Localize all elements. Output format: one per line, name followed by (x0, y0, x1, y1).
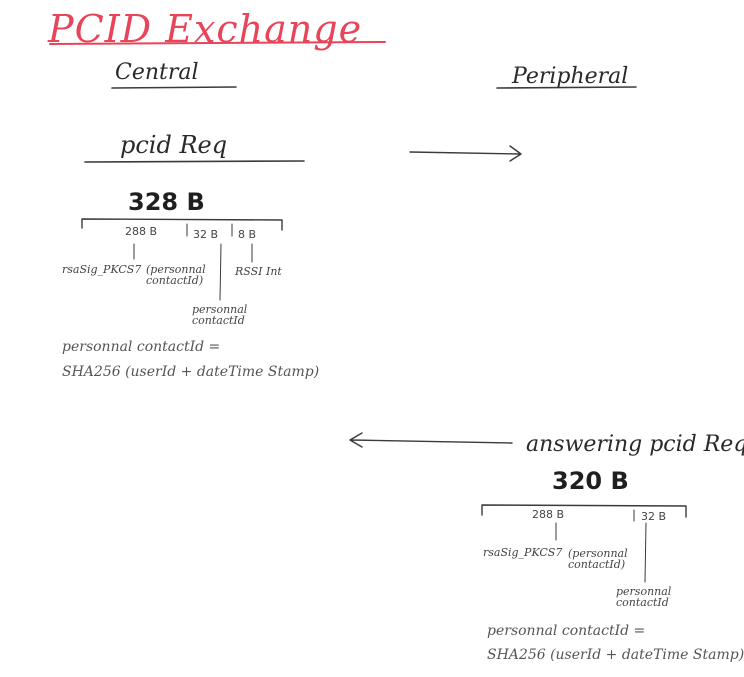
request-underline (84, 160, 305, 163)
response-pcid-size: 32 B (641, 510, 667, 523)
request-formula-line2: SHA256 (userId + dateTime Stamp) (62, 364, 320, 380)
request-formula-line1: personnal contactId = (62, 339, 221, 355)
response-arrow (349, 432, 513, 448)
request-arrow (409, 145, 522, 162)
request-pcid-leader (219, 243, 222, 301)
diagram-title: PCID Exchange (48, 7, 363, 51)
central-header: Central (115, 60, 199, 85)
peripheral-header: Peripheral (512, 64, 629, 89)
request-sig-size: 288 B (125, 225, 158, 238)
request-rssi-size: 8 B (238, 228, 257, 241)
response-sig-desc: (personnal contactId) (568, 547, 628, 571)
response-size: 320 B (552, 467, 629, 495)
request-label: pcid Req (120, 131, 228, 159)
response-bracket (481, 504, 687, 518)
request-pcid-size: 32 B (193, 228, 219, 241)
response-sig-size: 288 B (532, 508, 565, 521)
request-size: 328 B (128, 188, 205, 216)
request-sig-name: rsaSig_PKCS7 (62, 263, 142, 276)
central-underline (111, 86, 237, 89)
response-pcid-name: personnal contactId (616, 585, 672, 609)
response-label: answering pcid Req (526, 432, 744, 457)
request-bracket (81, 218, 283, 231)
response-formula-line1: personnal contactId = (487, 623, 646, 639)
request-rssi-name: RSSI Int (235, 265, 282, 278)
request-sig-desc: (personnal contactId) (146, 263, 206, 287)
response-formula-line2: SHA256 (userId + dateTime Stamp) (487, 647, 744, 663)
response-sig-name: rsaSig_PKCS7 (483, 546, 563, 559)
title-underline (49, 41, 386, 45)
response-pcid-leader (644, 522, 647, 583)
peripheral-underline (496, 86, 637, 89)
request-pcid-name: personnal contactId (192, 303, 248, 327)
